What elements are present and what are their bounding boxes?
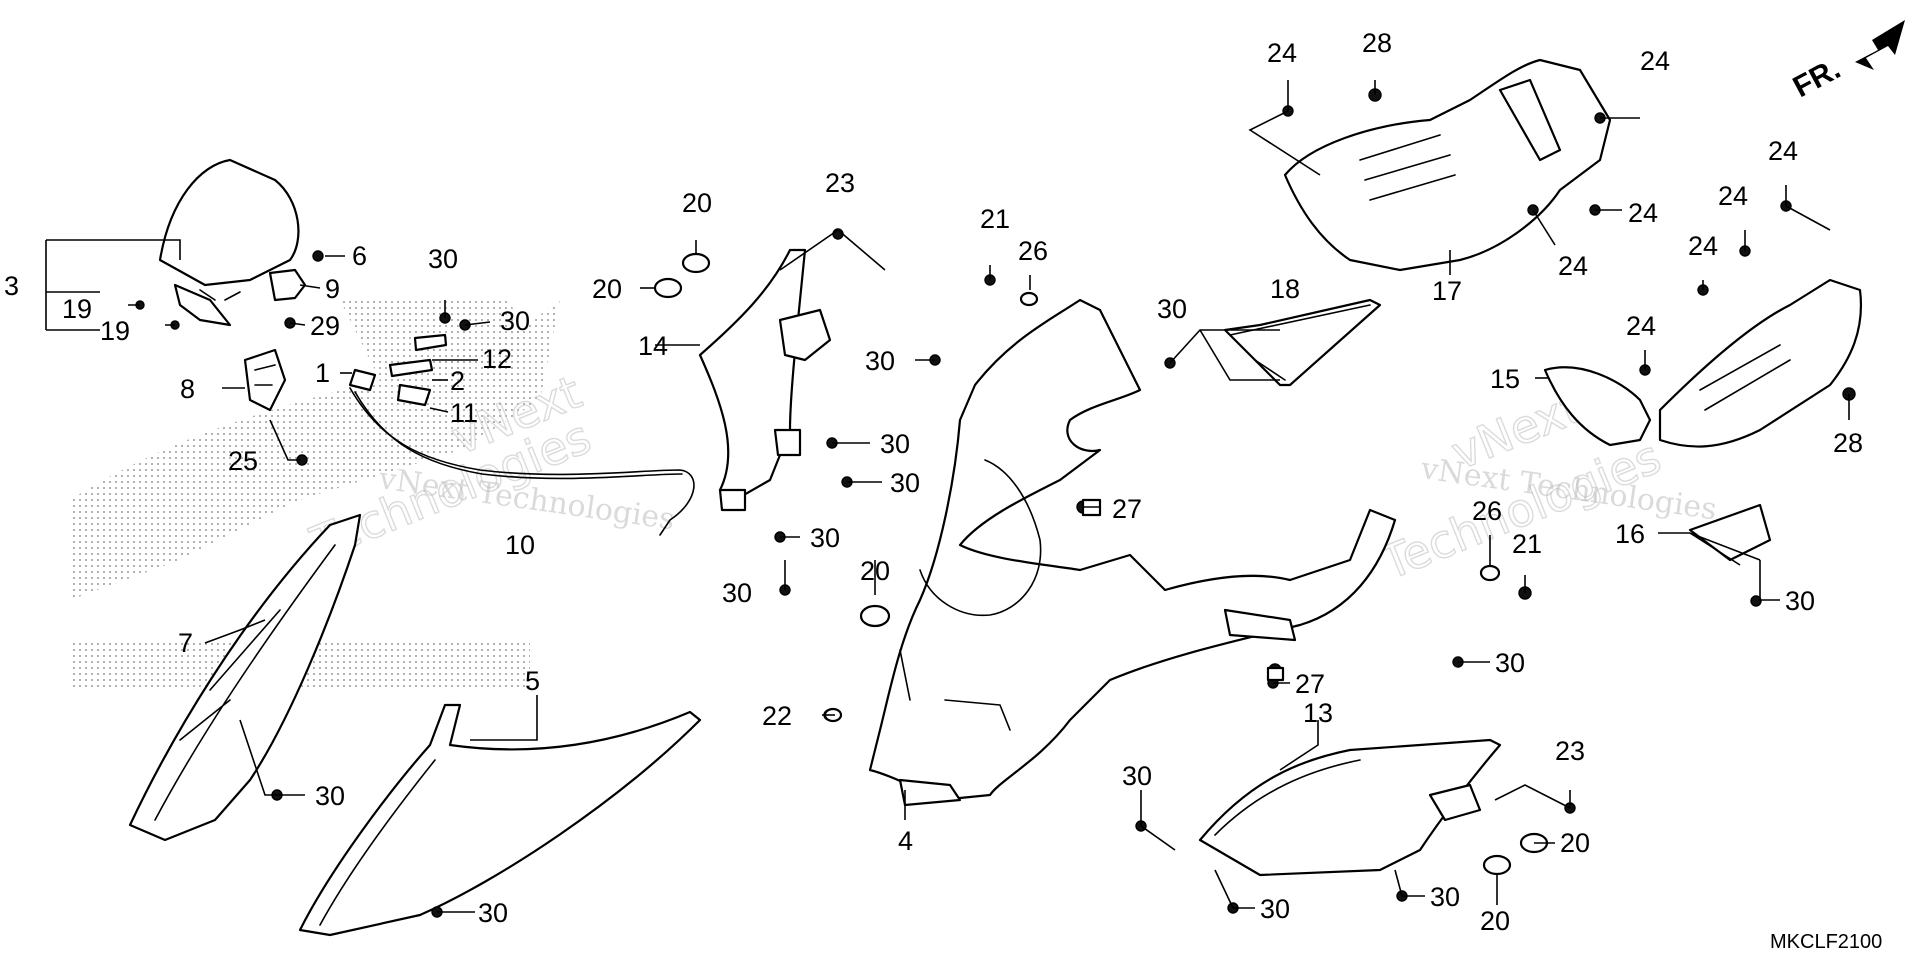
callout-8: 8 [180, 374, 195, 404]
callout-26: 26 [1472, 496, 1502, 526]
leader-lines [45, 80, 1850, 913]
callout-27: 27 [1295, 669, 1325, 699]
callout-24: 24 [1718, 181, 1748, 211]
callout-22: 22 [762, 701, 792, 731]
callout-30: 30 [1260, 894, 1290, 924]
callout-21: 21 [980, 204, 1010, 234]
callout-18: 18 [1270, 274, 1300, 304]
callout-19: 19 [100, 316, 130, 346]
callout-30: 30 [1157, 294, 1187, 324]
callout-24: 24 [1628, 198, 1658, 228]
callout-5: 5 [525, 666, 540, 696]
part-10-cable [349, 387, 695, 536]
fasteners [135, 88, 1856, 918]
callout-27: 27 [1112, 494, 1142, 524]
direction-label: FR. [1788, 52, 1846, 104]
callout-30: 30 [722, 578, 752, 608]
callout-7: 7 [178, 628, 193, 658]
part-8-bracket [243, 348, 287, 412]
callout-30: 30 [810, 523, 840, 553]
callout-15: 15 [1490, 364, 1520, 394]
callout-12: 12 [482, 344, 512, 374]
callout-30: 30 [500, 306, 530, 336]
callout-24: 24 [1688, 231, 1718, 261]
callout-20: 20 [1560, 828, 1590, 858]
callout-9: 9 [325, 274, 340, 304]
callout-21: 21 [1512, 529, 1542, 559]
callout-30: 30 [1495, 648, 1525, 678]
callout-26: 26 [1018, 236, 1048, 266]
part-17-inner-fender [1283, 58, 1612, 272]
callout-10: 10 [505, 530, 535, 560]
callout-19: 19 [62, 294, 92, 324]
callout-24: 24 [1768, 136, 1798, 166]
callout-13: 13 [1303, 698, 1333, 728]
callout-30: 30 [890, 468, 920, 498]
callout-14: 14 [638, 331, 668, 361]
callout-30: 30 [1430, 882, 1460, 912]
callout-2: 2 [450, 366, 465, 396]
front-direction-indicator: FR. [1788, 20, 1905, 104]
drawing-code: MKCLF2100 [1770, 931, 1882, 953]
part-18-stay [1223, 298, 1382, 387]
callout-28: 28 [1362, 28, 1392, 58]
callout-17: 17 [1432, 276, 1462, 306]
callout-24: 24 [1267, 38, 1297, 68]
callout-29: 29 [310, 311, 340, 341]
callout-3: 3 [4, 271, 19, 301]
callout-30: 30 [1785, 586, 1815, 616]
callout-23: 23 [1555, 736, 1585, 766]
direction-arrow-icon [1855, 20, 1905, 70]
callout-30: 30 [315, 781, 345, 811]
callout-1: 1 [315, 358, 330, 388]
part-7-side-panel [128, 513, 362, 842]
callout-30: 30 [478, 898, 508, 928]
part-16-bracket [1658, 278, 1862, 562]
callout-numbers: 3 19 19 6 9 29 8 25 30 30 12 1 2 11 10 7… [4, 28, 1863, 936]
part-9-bracket [268, 268, 307, 302]
callout-30: 30 [865, 346, 895, 376]
part-3-screen [158, 158, 300, 327]
callout-23: 23 [825, 168, 855, 198]
callout-25: 25 [228, 446, 258, 476]
callout-30: 30 [880, 429, 910, 459]
callout-16: 16 [1615, 519, 1645, 549]
callout-20: 20 [860, 556, 890, 586]
part-1-2-11-12-fittings [348, 333, 448, 407]
callout-6: 6 [352, 241, 367, 271]
part-5-lower-panel [298, 703, 702, 937]
part-14-inner-panel [698, 248, 832, 512]
callout-11: 11 [450, 398, 478, 428]
part-4-main-body [868, 298, 1397, 807]
callout-30: 30 [1122, 761, 1152, 791]
callout-20: 20 [592, 274, 622, 304]
callout-28: 28 [1833, 428, 1863, 458]
callout-24: 24 [1626, 311, 1656, 341]
callout-20: 20 [1480, 906, 1510, 936]
callout-24: 24 [1558, 251, 1588, 281]
part-15-panel [1543, 366, 1652, 447]
callout-20: 20 [682, 188, 712, 218]
callout-4: 4 [898, 826, 913, 856]
callout-24: 24 [1640, 46, 1670, 76]
callout-30: 30 [428, 244, 458, 274]
part-13-side-panel [1198, 738, 1502, 877]
